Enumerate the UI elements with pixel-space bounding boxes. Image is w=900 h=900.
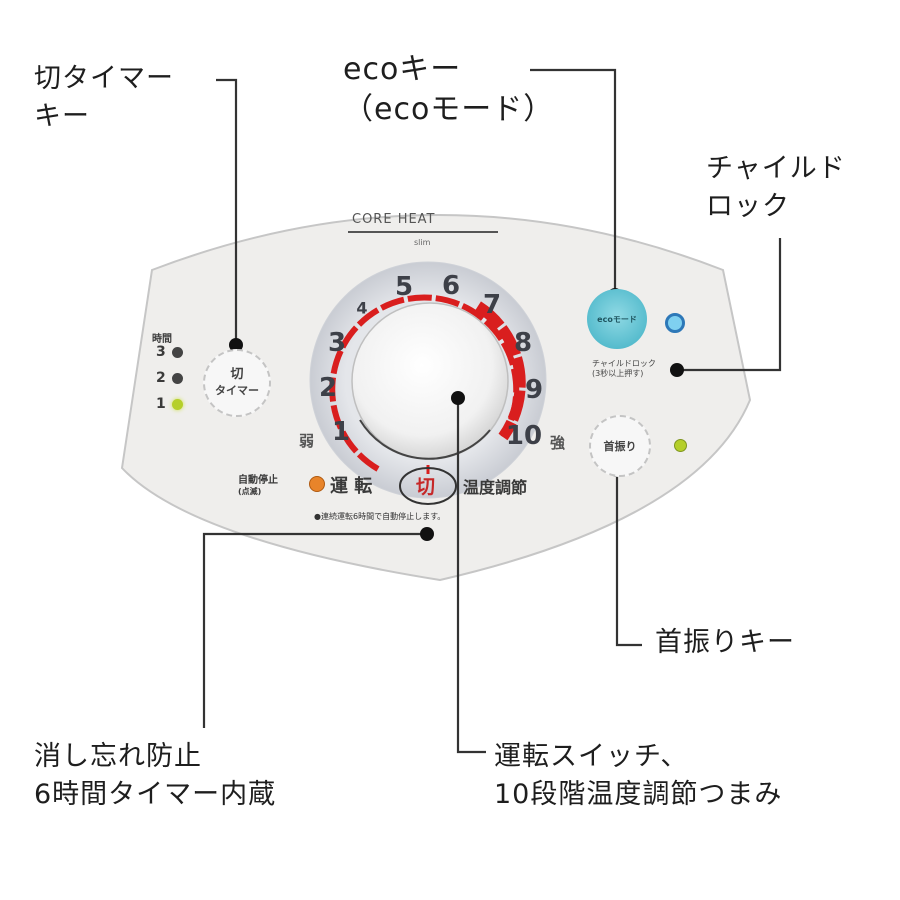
auto-stop-label: 自動停止 (点滅) (238, 475, 278, 497)
callout-text: ecoキー (343, 52, 462, 87)
dial-max-label: 強 (550, 434, 566, 452)
callout-text: チャイルド (706, 153, 846, 184)
child-lock-pointer-dot (670, 363, 684, 377)
timer-level-2: 2 (156, 370, 166, 386)
callout-auto-off-timer: 消し忘れ防止 6時間タイマー内蔵 (34, 738, 276, 814)
timer-level-1: 1 (156, 396, 166, 412)
eco-led-icon (665, 313, 685, 333)
callout-text: ロック (706, 191, 790, 222)
child-lock-label-line: チャイルドロック (592, 359, 656, 368)
callout-text: （ecoモード） (343, 92, 555, 127)
off-timer-button[interactable]: 切 タイマー (203, 349, 271, 417)
callout-text: 運転スイッチ、 (494, 741, 689, 772)
dial-number-9: 9 (524, 375, 544, 405)
temperature-dial[interactable] (352, 303, 508, 459)
dial-number-7: 7 (482, 290, 502, 320)
dial-pointer-dot (451, 391, 465, 405)
dial-number-3: 3 (327, 328, 347, 358)
callout-text: 6時間タイマー内蔵 (34, 779, 277, 810)
child-lock-label: チャイルドロック (3秒以上押す) (592, 359, 656, 379)
power-label: 運 転 (330, 476, 373, 497)
callout-text: 首振りキー (655, 627, 795, 658)
swing-button[interactable]: 首振り (589, 415, 651, 477)
dial-number-4: 4 (356, 298, 368, 318)
timer-led-2-icon (172, 373, 183, 384)
off-timer-button-label: タイマー (215, 384, 259, 397)
dial-min-label: 弱 (299, 432, 315, 450)
callout-swing-key: 首振りキー (655, 624, 795, 662)
brand-logo: CORE HEAT (352, 212, 436, 227)
auto-stop-notice: ●連続運転6時間で自動停止します。 (314, 512, 446, 521)
timer-led-3-icon (172, 347, 183, 358)
timer-led-1-icon (172, 399, 183, 410)
dial-number-1: 1 (331, 417, 351, 447)
swing-led-icon (674, 439, 687, 452)
dial-number-2: 2 (318, 373, 338, 403)
brand-sub: slim (414, 238, 431, 247)
callout-off-timer-key: 切タイマー キー (34, 60, 174, 136)
callout-text: キー (34, 101, 90, 132)
temp-adjust-label: 温度調節 (463, 478, 528, 497)
child-lock-label-line: (3秒以上押す) (592, 369, 644, 378)
off-label: 切 (416, 476, 436, 498)
callout-text: 切タイマー (34, 63, 174, 94)
auto-off-pointer-dot (420, 527, 434, 541)
auto-stop-label-line: 自動停止 (238, 475, 278, 486)
auto-stop-label-line: (点滅) (238, 487, 262, 496)
callout-child-lock: チャイルド ロック (706, 150, 846, 226)
off-timer-button-label: 切 (230, 367, 244, 382)
dial-number-10: 10 (505, 421, 543, 451)
off-timer-pointer-dot (229, 338, 243, 352)
callout-power-dial: 運転スイッチ、 10段階温度調節つまみ (494, 738, 782, 814)
callout-text: 10段階温度調節つまみ (494, 779, 783, 810)
callout-text: 消し忘れ防止 (34, 741, 202, 772)
dial-number-8: 8 (513, 328, 533, 358)
dial-number-6: 6 (441, 271, 461, 301)
timer-hours-label: 時間 (152, 334, 172, 345)
callout-eco-key: ecoキー （ecoモード） (343, 50, 554, 130)
timer-level-3: 3 (156, 344, 166, 360)
leader-lines (202, 68, 782, 754)
eco-button[interactable]: ecoモード (587, 289, 647, 349)
auto-stop-led-icon (309, 476, 325, 492)
dial-number-5: 5 (394, 272, 414, 302)
